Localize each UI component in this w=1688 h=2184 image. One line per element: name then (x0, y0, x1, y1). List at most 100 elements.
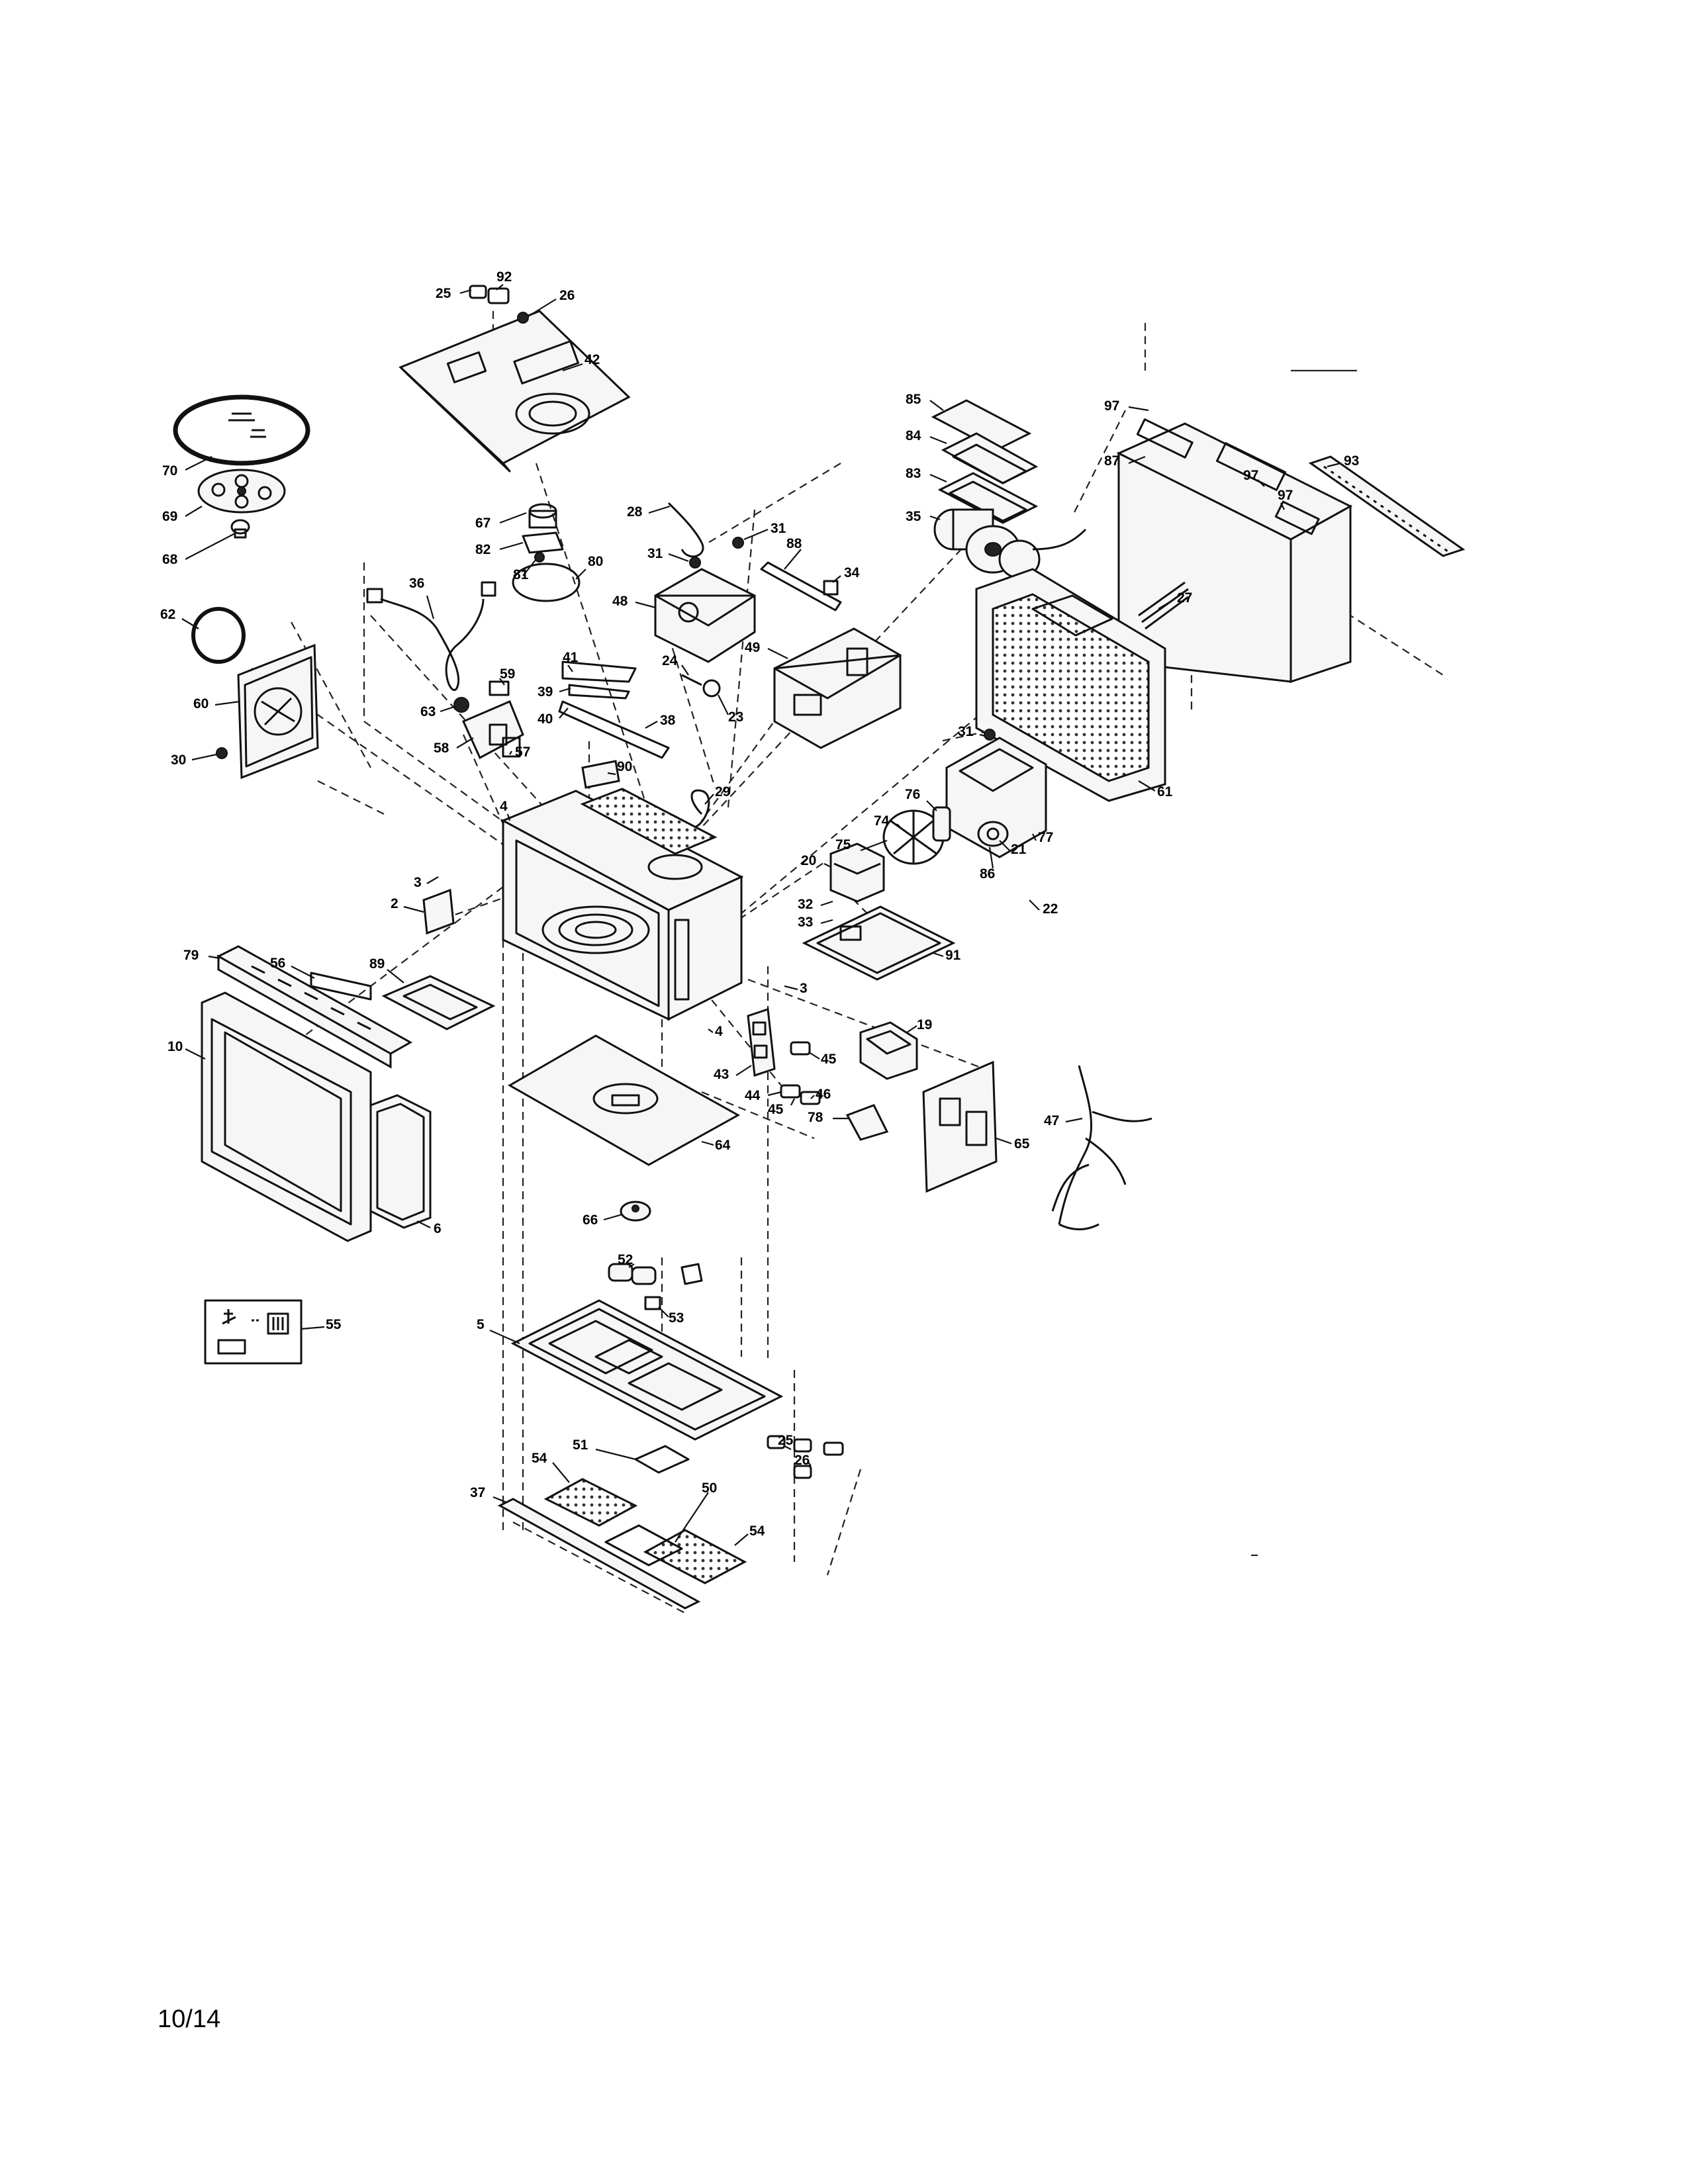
svg-text:32: 32 (798, 897, 813, 912)
rear-vent-panel-61 (975, 568, 1166, 802)
svg-text:66: 66 (583, 1212, 598, 1228)
svg-text:31: 31 (771, 521, 786, 536)
interlock-switch-assembly (453, 680, 524, 760)
svg-text:53: 53 (669, 1310, 684, 1326)
svg-text:2: 2 (391, 896, 399, 911)
svg-text:87: 87 (1104, 453, 1119, 469)
sensor-23-24 (681, 674, 721, 698)
callout-61: 61 (1138, 780, 1173, 799)
callout-4a: 4 (500, 799, 511, 821)
glass-tray-70 (173, 394, 310, 466)
svg-text:58: 58 (434, 741, 449, 756)
callout-92: 92 (496, 269, 512, 291)
callout-47: 47 (1044, 1113, 1083, 1128)
svg-text:29: 29 (715, 784, 730, 799)
callout-91: 91 (933, 948, 961, 963)
callout-55: 55 (301, 1317, 342, 1332)
side-panel-65 (922, 1060, 998, 1193)
svg-text:35: 35 (906, 509, 921, 524)
callout-40: 40 (538, 707, 569, 727)
callout-86: 86 (980, 846, 995, 882)
svg-text:24: 24 (662, 653, 678, 668)
switches-44-45-46 (780, 1041, 821, 1105)
callout-32: 32 (798, 897, 833, 912)
svg-text:42: 42 (585, 352, 600, 367)
svg-text:59: 59 (500, 666, 515, 682)
bottom-frame-5 (510, 1299, 784, 1441)
svg-text:52: 52 (618, 1252, 633, 1267)
callout-39: 39 (538, 684, 571, 700)
svg-text:6: 6 (434, 1221, 442, 1236)
svg-text:54: 54 (532, 1451, 547, 1466)
callout-93: 93 (1327, 453, 1359, 469)
svg-text:26: 26 (559, 288, 575, 303)
callout-41: 41 (563, 650, 579, 672)
coupler-68 (230, 519, 250, 539)
callout-52: 52 (618, 1252, 635, 1268)
svg-text:77: 77 (1038, 830, 1053, 845)
callout-53: 53 (658, 1306, 684, 1326)
wire-29 (690, 789, 710, 829)
svg-text:3: 3 (414, 875, 422, 890)
callout-83: 83 (906, 466, 947, 483)
callout-37: 37 (470, 1485, 507, 1504)
callout-84: 84 (906, 428, 947, 445)
plate-90 (581, 760, 620, 789)
svg-text:89: 89 (369, 956, 385, 972)
callout-67: 67 (475, 512, 527, 531)
screw-group-top (469, 285, 529, 324)
svg-text:78: 78 (808, 1110, 823, 1125)
callout-10: 10 (167, 1039, 206, 1060)
fan-motor-21 (977, 821, 1009, 847)
callout-54a: 54 (532, 1451, 570, 1483)
waveguide-cover-89 (381, 975, 496, 1030)
vent-assembly-60 (216, 643, 319, 780)
roller-ring-69 (197, 469, 286, 514)
svg-text:60: 60 (193, 696, 209, 711)
callout-23: 23 (718, 694, 743, 725)
svg-text:56: 56 (270, 956, 285, 971)
svg-text:45: 45 (821, 1052, 837, 1067)
svg-text:36: 36 (409, 576, 424, 591)
svg-text:83: 83 (906, 466, 921, 481)
svg-text:70: 70 (162, 463, 177, 478)
callout-70: 70 (162, 456, 212, 478)
callout-90: 90 (607, 759, 632, 776)
svg-text:23: 23 (728, 709, 743, 725)
bottom-plate-64 (507, 1034, 741, 1166)
callout-80: 80 (575, 554, 603, 580)
callout-56: 56 (270, 956, 315, 979)
block-34 (823, 580, 839, 596)
callout-2: 2 (391, 896, 424, 913)
gasket-62 (191, 607, 246, 664)
svg-text:85: 85 (906, 392, 921, 407)
svg-text:79: 79 (183, 948, 199, 963)
callout-75: 75 (835, 837, 888, 852)
transformer-20 (829, 842, 885, 903)
callout-60: 60 (193, 696, 240, 711)
callout-66: 66 (583, 1212, 623, 1228)
svg-text:47: 47 (1044, 1113, 1059, 1128)
svg-text:25: 25 (778, 1433, 794, 1448)
callout-4b: 4 (708, 1024, 723, 1039)
callout-59: 59 (499, 666, 515, 686)
light-sockets (608, 1263, 703, 1310)
filter-stack (931, 399, 1039, 524)
svg-text:27: 27 (1177, 590, 1192, 606)
insulator-78 (845, 1104, 889, 1141)
callout-24: 24 (662, 653, 689, 676)
svg-text:92: 92 (496, 269, 512, 285)
svg-text:97: 97 (1278, 488, 1293, 503)
callout-31b: 31 (647, 546, 689, 563)
svg-text:30: 30 (171, 752, 186, 768)
svg-text:37: 37 (470, 1485, 485, 1500)
svg-text:45: 45 (768, 1102, 784, 1117)
thermal-wire-36 (366, 581, 496, 691)
callout-87: 87 (1104, 453, 1146, 469)
svg-text:88: 88 (786, 536, 802, 551)
callout-42: 42 (562, 352, 600, 372)
callout-38: 38 (645, 713, 676, 729)
callout-34: 34 (832, 565, 860, 583)
callout-22: 22 (1029, 899, 1058, 917)
